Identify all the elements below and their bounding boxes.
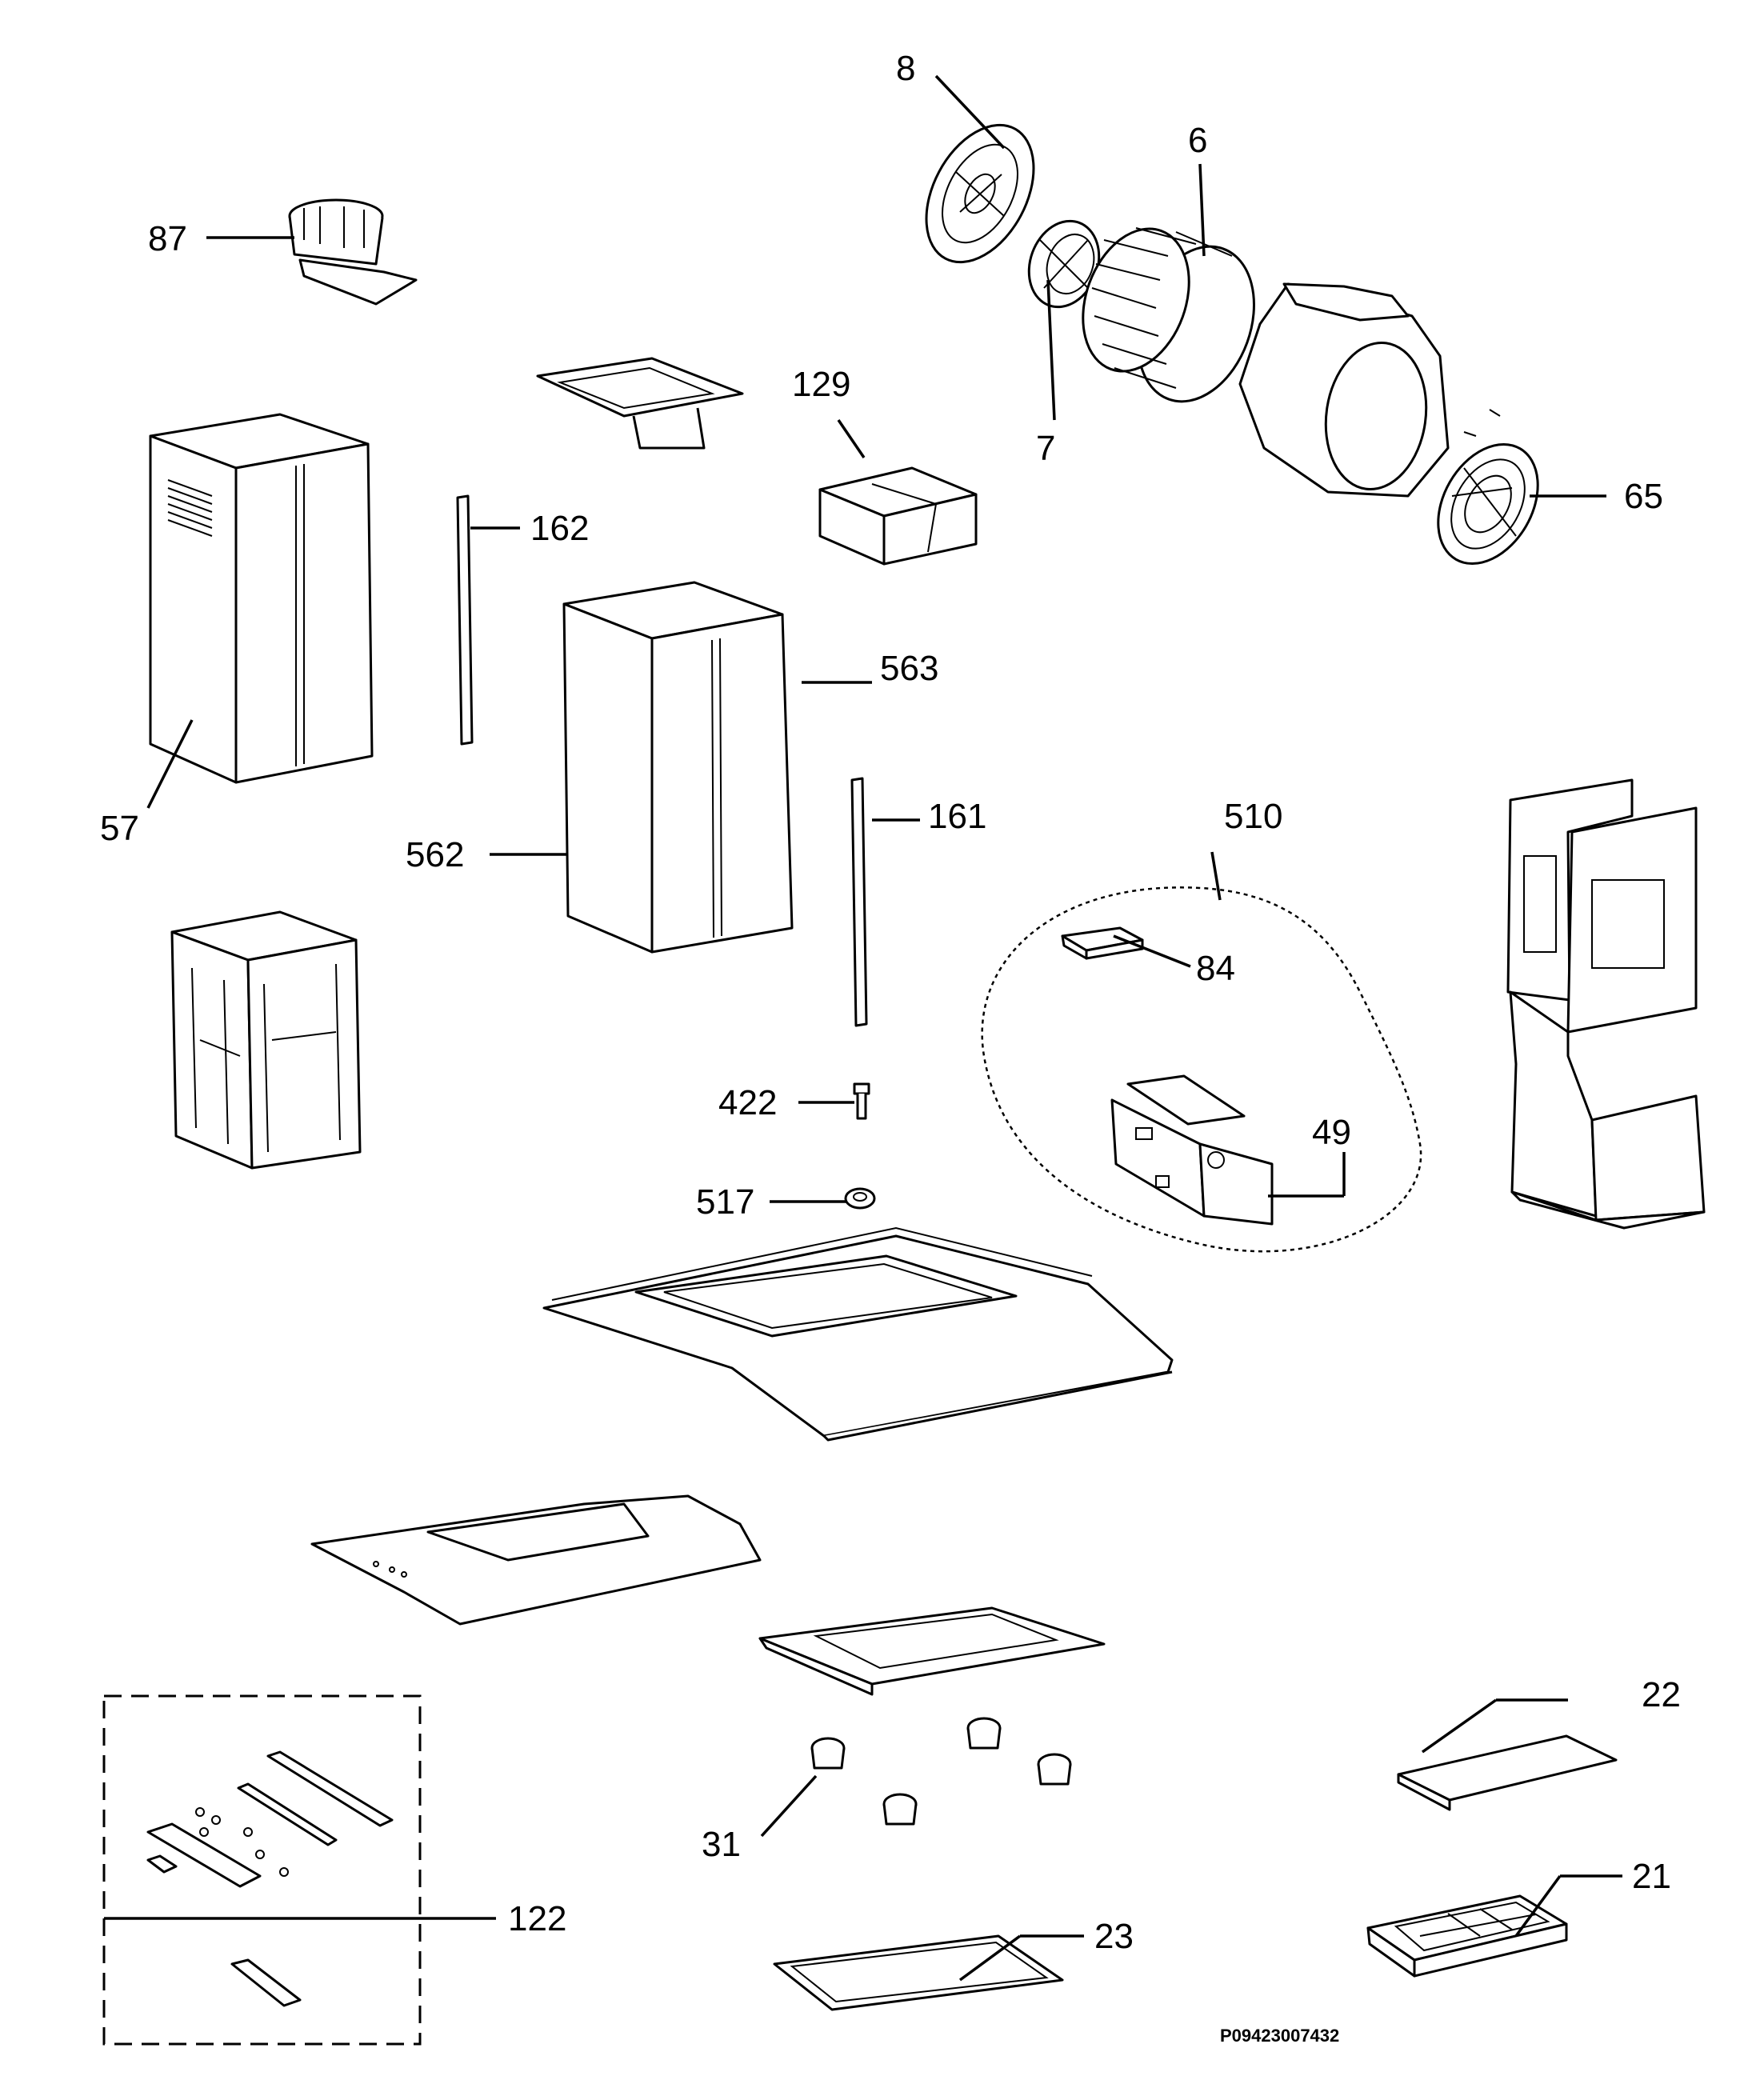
label-87: 87 (148, 219, 187, 258)
inner-support-frame (170, 910, 362, 1170)
knob (882, 1793, 918, 1826)
label-510: 510 (1224, 797, 1282, 836)
part-49-control-board (1110, 1074, 1274, 1226)
top-mounting-bracket (536, 357, 744, 450)
label-65: 65 (1624, 477, 1663, 516)
right-back-panel (1506, 778, 1706, 1230)
part-21-filter-holder (1366, 1894, 1568, 1978)
label-23: 23 (1094, 1917, 1134, 1956)
label-21: 21 (1632, 1857, 1671, 1896)
label-517: 517 (696, 1182, 754, 1222)
group-510-electronics (981, 886, 1422, 1253)
label-161: 161 (928, 797, 986, 836)
part-8-mount-plate (925, 123, 1035, 264)
part-22-charcoal-filter (1397, 1734, 1618, 1811)
label-8: 8 (896, 49, 915, 88)
part-129-damper-box (818, 466, 978, 566)
part-7-motor (1027, 219, 1101, 309)
label-563: 563 (880, 649, 938, 688)
label-22: 22 (1642, 1675, 1681, 1714)
part-562-563-lower-chimney (562, 581, 794, 954)
part-422-screw (853, 1082, 870, 1120)
group-122-lighting-kit (102, 1694, 422, 2046)
part-87-duct-adapter (288, 198, 418, 306)
label-57: 57 (100, 809, 139, 848)
label-49: 49 (1312, 1113, 1351, 1152)
label-31: 31 (702, 1825, 741, 1864)
label-7: 7 (1036, 429, 1055, 468)
part-161-rail (850, 777, 868, 1027)
part-labels: 8 6 87 129 7 65 162 563 57 562 161 510 8… (100, 49, 1681, 2046)
knob (966, 1717, 1002, 1750)
label-162: 162 (530, 509, 589, 548)
label-562: 562 (406, 835, 464, 874)
part-23-grease-filter (773, 1934, 1064, 2011)
label-422: 422 (718, 1083, 777, 1122)
bottom-filter-frame (758, 1606, 1106, 1696)
part-65-grille (1437, 409, 1539, 566)
knob (810, 1737, 846, 1770)
label-129: 129 (792, 365, 850, 404)
fan-housing (1238, 282, 1450, 498)
part-517-nut (844, 1187, 876, 1210)
part-57-upper-chimney (149, 413, 374, 784)
hood-canopy-top (542, 1226, 1174, 1442)
label-84: 84 (1196, 949, 1235, 988)
leader-lines (104, 74, 1622, 1982)
part-6-fan-wheel (1082, 227, 1255, 403)
drawing-code: P09423007432 (1220, 2026, 1339, 2046)
part-31-knobs (810, 1717, 1072, 1826)
part-162-rail (456, 494, 474, 746)
knob (1037, 1753, 1072, 1786)
label-6: 6 (1188, 121, 1207, 160)
label-122: 122 (508, 1899, 566, 1938)
hood-glass-cover (310, 1494, 762, 1626)
